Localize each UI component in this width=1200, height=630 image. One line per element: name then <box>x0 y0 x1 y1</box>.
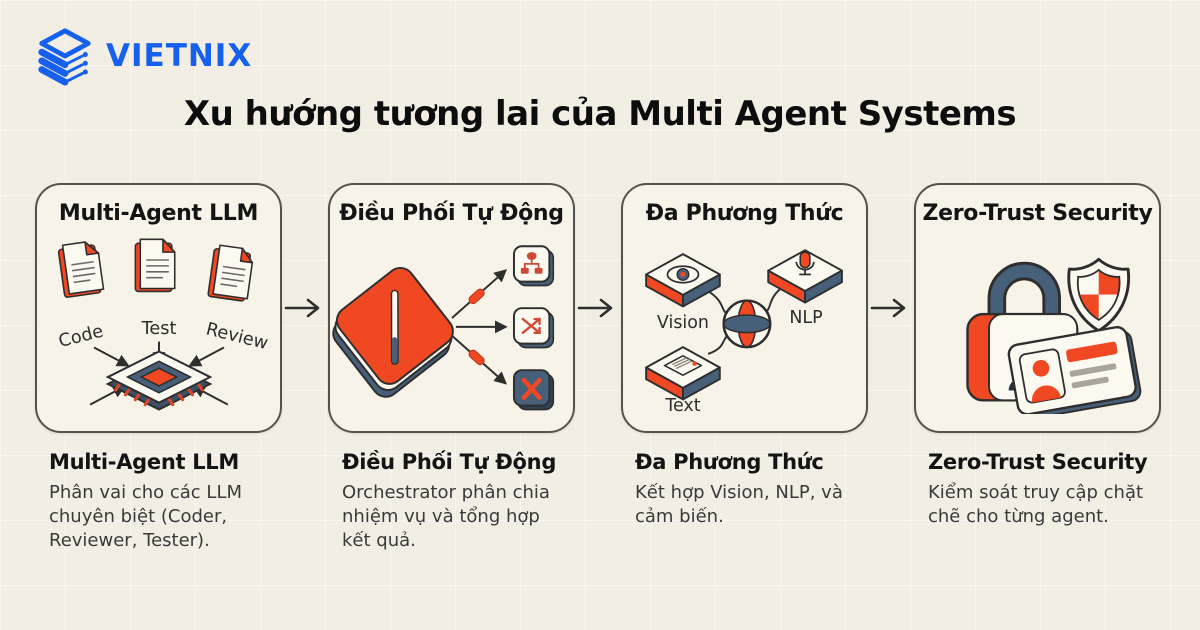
node-label-text: Text <box>664 396 700 414</box>
code-document-icon <box>57 241 105 298</box>
task-capsules <box>468 288 485 366</box>
section-heading: Đa Phương Thức <box>635 450 824 474</box>
orchestrator-baton-icon <box>332 266 454 398</box>
caption-zero-trust-security: Zero-Trust Security Kiểm soát truy cập c… <box>914 450 1161 553</box>
review-document-icon <box>207 244 254 302</box>
vision-eye-tile-icon <box>645 253 721 308</box>
multimodal-illustration: Vision NLP Text <box>623 226 866 414</box>
globe-hub-icon <box>722 299 772 349</box>
card-title: Đa Phương Thức <box>645 201 844 226</box>
section-heading: Zero-Trust Security <box>928 450 1148 474</box>
flow-arrow-2 <box>575 183 621 433</box>
doc-label-review: Review <box>204 319 270 354</box>
caption-gap <box>868 450 914 553</box>
section-description: Kiểm soát truy cập chặt chẽ cho từng age… <box>928 482 1144 527</box>
caption-multi-agent-llm: Multi-Agent LLM Phân vai cho các LLM chu… <box>35 450 282 553</box>
page-title: Xu hướng tương lai của Multi Agent Syste… <box>183 94 1017 134</box>
doc-label-test: Test <box>141 319 177 339</box>
captions-row: Multi-Agent LLM Phân vai cho các LLM chu… <box>35 450 1165 553</box>
id-card-icon <box>1007 326 1142 414</box>
shield-check-icon <box>1067 257 1131 333</box>
node-label-vision: Vision <box>657 313 709 333</box>
branch-tile-icon <box>512 307 555 349</box>
flow-arrow-1 <box>282 183 328 433</box>
card-multi-agent-llm: Multi-Agent LLM <box>35 183 282 433</box>
card-dieu-phoi-tu-dong: Điều Phối Tự Động <box>328 183 575 433</box>
text-document-tile-icon <box>645 346 721 401</box>
arrow-right-icon <box>870 298 906 318</box>
brand-name: VIETNIX <box>106 38 253 74</box>
org-chart-tile-icon <box>512 245 555 287</box>
dispatch-arrows <box>451 269 508 385</box>
card-title: Zero-Trust Security <box>922 201 1153 226</box>
node-label-nlp: NLP <box>789 308 822 328</box>
caption-da-phuong-thuc: Đa Phương Thức Kết hợp Vision, NLP, và c… <box>621 450 868 553</box>
zero-trust-illustration <box>916 226 1159 414</box>
section-description: Orchestrator phân chia nhiệm vụ và tổng … <box>342 482 550 551</box>
test-document-icon <box>134 238 176 293</box>
multi-agent-llm-illustration: Code Test Review <box>37 226 280 414</box>
card-zero-trust-security: Zero-Trust Security <box>914 183 1161 433</box>
caption-dieu-phoi-tu-dong: Điều Phối Tự Động Orchestrator phân chia… <box>328 450 575 553</box>
flow-arrow-3 <box>868 183 914 433</box>
arrow-right-icon <box>577 298 613 318</box>
card-title: Multi-Agent LLM <box>58 201 259 226</box>
brand-logo: VIETNIX <box>34 26 252 86</box>
nlp-microphone-tile-icon <box>767 249 843 304</box>
section-heading: Multi-Agent LLM <box>49 450 239 474</box>
card-da-phuong-thuc: Đa Phương Thức <box>621 183 868 433</box>
doc-label-code: Code <box>57 322 106 352</box>
caption-gap <box>282 450 328 553</box>
section-description: Kết hợp Vision, NLP, và cảm biến. <box>635 482 843 527</box>
section-description: Phân vai cho các LLM chuyên biệt (Coder,… <box>49 482 242 551</box>
section-heading: Điều Phối Tự Động <box>342 450 557 474</box>
cpu-chip-icon <box>105 350 213 411</box>
caption-gap <box>575 450 621 553</box>
card-title: Điều Phối Tự Động <box>339 201 564 226</box>
orchestration-illustration <box>330 226 573 414</box>
cards-row: Multi-Agent LLM <box>35 183 1165 433</box>
arrow-right-icon <box>284 298 320 318</box>
tools-tile-icon <box>512 369 555 411</box>
vietnix-stack-icon <box>38 28 91 86</box>
